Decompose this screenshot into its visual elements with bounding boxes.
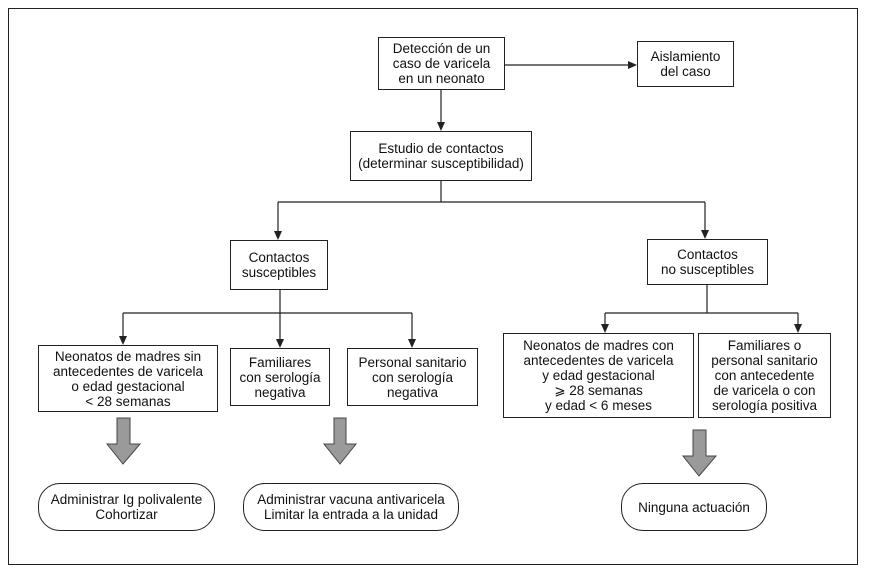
arrowhead-neonatos-sin bbox=[119, 336, 127, 345]
node-deteccion-line: caso de varicela bbox=[392, 56, 491, 71]
node-contactos-no-susceptibles-line: Contactos bbox=[677, 247, 738, 262]
fat-arrow-to-ninguna bbox=[681, 429, 718, 477]
node-personal-serologia-negativa-line: negativa bbox=[386, 384, 439, 400]
node-familiares-serologia-positiva-line: Familiares o bbox=[727, 338, 802, 353]
node-neonatos-sin-antecedentes-line: < 28 semanas bbox=[85, 393, 171, 409]
diagram-frame bbox=[8, 8, 858, 565]
node-administrar-ig-line: Cohortizar bbox=[95, 507, 158, 522]
node-contactos-susceptibles-line: susceptibles bbox=[241, 265, 317, 280]
node-estudio: Estudio de contactos(determinar suscepti… bbox=[350, 131, 532, 181]
node-neonatos-sin-antecedentes-line: Neonatos de madres sin bbox=[54, 348, 202, 364]
arrowhead-neonatos-con bbox=[601, 324, 609, 333]
node-administrar-vacuna-line: Administrar vacuna antivaricela bbox=[257, 492, 445, 507]
node-neonatos-sin-antecedentes-line: o edad gestacional bbox=[71, 378, 185, 394]
node-familiares-serologia-negativa-line: negativa bbox=[254, 384, 306, 400]
node-neonatos-sin-antecedentes-line: antecedentes de varicela bbox=[52, 363, 204, 379]
node-deteccion-line: Detección de un bbox=[392, 41, 491, 56]
node-ninguna-actuacion-line: Ninguna actuación bbox=[638, 499, 750, 515]
arrowhead-no-susceptibles bbox=[701, 230, 709, 239]
fat-arrow-to-vacuna bbox=[322, 417, 358, 465]
node-neonatos-con-antecedentes-line: y edad gestacional bbox=[542, 368, 655, 383]
node-familiares-serologia-positiva-line: serología positiva bbox=[711, 398, 818, 413]
node-aislamiento-line: Aislamiento bbox=[650, 49, 721, 64]
arrowhead-estudio bbox=[437, 122, 445, 131]
arrowhead-aislamiento bbox=[628, 61, 637, 69]
arrowhead-familiares-neg bbox=[276, 339, 284, 348]
node-estudio-line: Estudio de contactos bbox=[378, 141, 504, 156]
node-contactos-susceptibles-line: Contactos bbox=[248, 250, 310, 265]
node-personal-serologia-negativa-line: Personal sanitario bbox=[358, 354, 467, 370]
node-familiares-serologia-negativa-line: con serología bbox=[239, 369, 321, 385]
node-familiares-serologia-negativa-line: Familiares bbox=[248, 354, 312, 370]
node-ninguna-actuacion: Ninguna actuación bbox=[621, 483, 767, 531]
node-administrar-vacuna-line: Limitar la entrada a la unidad bbox=[263, 507, 439, 522]
node-familiares-serologia-positiva-line: personal sanitario bbox=[711, 353, 818, 368]
node-neonatos-con-antecedentes-line: Neonatos de madres con bbox=[523, 338, 674, 353]
arrowhead-susceptibles bbox=[274, 231, 282, 240]
node-personal-serologia-negativa-line: con serología bbox=[371, 369, 454, 385]
node-administrar-ig-line: Administrar Ig polivalente bbox=[50, 492, 203, 507]
node-familiares-serologia-positiva-line: con antecedente bbox=[714, 368, 815, 383]
node-contactos-no-susceptibles-line: no susceptibles bbox=[660, 262, 755, 277]
arrowhead-personal-neg bbox=[408, 339, 416, 348]
node-deteccion-line: en un neonato bbox=[398, 71, 485, 86]
node-neonatos-con-antecedentes-line: ⩾ 28 semanas bbox=[554, 383, 643, 398]
node-estudio-line: (determinar susceptibilidad) bbox=[358, 156, 524, 171]
node-neonatos-con-antecedentes-line: antecedentes de varicela bbox=[523, 353, 674, 368]
node-neonatos-con-antecedentes-line: y edad < 6 meses bbox=[545, 398, 652, 413]
node-aislamiento-line: del caso bbox=[660, 64, 711, 79]
node-familiares-serologia-positiva-line: de varicela o con bbox=[713, 383, 816, 398]
arrowhead-familiares-pos bbox=[794, 324, 802, 333]
fat-arrow-to-ig bbox=[105, 417, 142, 465]
